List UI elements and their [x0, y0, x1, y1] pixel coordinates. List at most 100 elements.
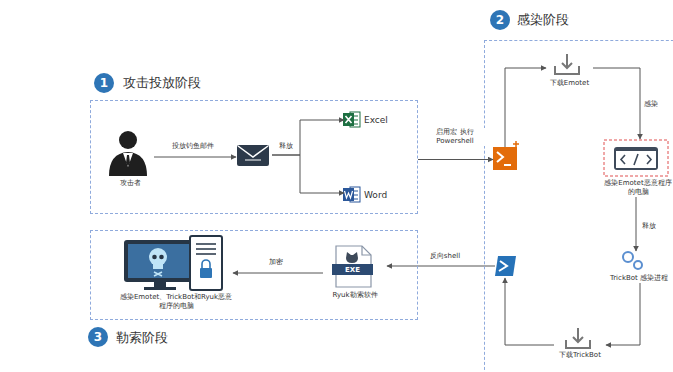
file-type-label: EXE [345, 266, 360, 274]
flow-arrow [272, 155, 344, 193]
powershell-box [495, 256, 517, 278]
stage-heading: 感染阶段 [517, 12, 569, 28]
edge-label: 加密 [268, 258, 284, 267]
step-number: 1 [94, 73, 114, 93]
step-number: 3 [88, 327, 108, 347]
infected-computer-icon [124, 236, 222, 290]
gears-icon-part [634, 261, 642, 269]
powershell-icon-orange [493, 141, 519, 170]
download-icon [555, 54, 579, 74]
infected-computer-icon-part [153, 263, 163, 269]
infected-computer-icon-part [202, 260, 210, 268]
download-box: 下载Emotet [546, 53, 593, 88]
infected-computer-icon-part [154, 282, 166, 287]
flow-arrow [418, 159, 493, 160]
download-icon [566, 328, 590, 348]
edge-label: 释放 [278, 142, 294, 151]
attacker-icon [109, 131, 147, 176]
node-caption: 下载Emotet [546, 79, 593, 88]
step-number: 2 [490, 10, 510, 30]
edge-label: 启用宏 执行Powershell [425, 128, 485, 146]
gears-icon [623, 252, 642, 269]
emotet-computer-icon-part [614, 147, 658, 170]
node-caption: Word [364, 187, 408, 204]
email-icon-part [238, 146, 268, 157]
emotet-computer-icon-part [616, 151, 656, 168]
computer-box: 感染Emotet、TrickBot和Ryuk恶意程序的电脑 [119, 235, 233, 311]
file-icon-box: Excel [344, 112, 408, 129]
excel-icon [343, 112, 360, 127]
word-icon-part [343, 188, 354, 201]
edge-label: 感染 [643, 100, 659, 109]
infected-computer-icon-part [152, 255, 157, 260]
infected-computer-icon-part [200, 268, 212, 278]
email-icon-part [245, 160, 261, 161]
edge-label: 释放 [641, 222, 657, 231]
node-caption: Excel [364, 112, 408, 129]
stage-box: 勒索阶段Ryuk勒索软件感染Emotet、TrickBot和Ryuk恶意程序的电… [90, 230, 418, 320]
excel-icon-part [343, 113, 354, 126]
powershell-icon-blue-part [495, 256, 516, 276]
download-box: 下载TrickBot [554, 327, 606, 360]
gears-icon-part [623, 252, 633, 262]
node-caption: 感染Emotet、TrickBot和Ryuk恶意程序的电脑 [119, 293, 233, 311]
ryuk-exe-icon-part [332, 264, 373, 275]
flow-arrow [272, 120, 344, 155]
flow-arrow [505, 278, 554, 345]
powershell-icon-blue [495, 256, 516, 276]
powershell-icon-orange-part [497, 152, 503, 162]
stage-heading: 攻击投放阶段 [123, 75, 201, 91]
powershell-icon-blue-part [499, 261, 507, 271]
emotet-computer-icon-part [604, 140, 668, 176]
actor-icon-box: 攻击者 [106, 129, 154, 188]
attacker-icon-part [126, 155, 130, 166]
node-caption: 感染Emotet恶意程序的电脑 [601, 179, 673, 197]
emotet-computer-icon-part [621, 154, 651, 165]
node-caption: Ryuk勒索软件 [323, 291, 387, 300]
flow-arrow [505, 68, 546, 147]
edge-label: 反向shell [429, 252, 461, 261]
excel-icon-part [346, 116, 352, 123]
infected-computer-icon-part [154, 272, 162, 276]
infected-computer-icon-part [144, 287, 176, 290]
flow-arrow [233, 273, 323, 274]
stage-heading: 勒索阶段 [116, 330, 168, 346]
flow-arrow [606, 283, 640, 345]
download-icon-part [573, 328, 583, 342]
attacker-icon-part [123, 153, 133, 167]
infected-computer-icon-part [124, 240, 198, 282]
flow-arrow [636, 197, 637, 251]
powershell-icon-orange-part [513, 141, 519, 147]
flow-arrow [154, 157, 236, 158]
ryuk-exe-icon [332, 246, 373, 287]
infected-computer-icon-part [190, 236, 222, 290]
edge-label: 投放钓鱼邮件 [171, 142, 215, 151]
process-box: TrickBot 感染进程 [606, 251, 672, 283]
attacker-icon-part [109, 152, 147, 176]
infected-computer-icon-part [196, 244, 216, 254]
word-icon [343, 187, 360, 202]
infected-computer-icon-part [159, 255, 164, 260]
node-caption: 下载TrickBot [554, 351, 606, 360]
email-icon-part [237, 145, 269, 166]
download-icon-part [562, 54, 572, 68]
word-icon-part [345, 191, 353, 198]
email-icon [237, 145, 269, 166]
flow-arrow [593, 68, 640, 139]
flow-arrow [387, 266, 495, 267]
stage-box: 攻击投放阶段攻击者ExcelWord [90, 100, 418, 214]
node-caption: TrickBot 感染进程 [606, 274, 672, 283]
file-icon-box: Word [344, 187, 408, 204]
node-caption: 攻击者 [106, 179, 154, 188]
attacker-icon-part [119, 131, 137, 149]
infected-computer-icon-part [128, 244, 194, 278]
stage-box: 感染阶段下载Emotet感染Emotet恶意程序的电脑TrickBot 感染进程… [484, 40, 673, 372]
powershell-icon-orange-part [493, 147, 517, 170]
ryuk-exe-icon-part [362, 246, 371, 255]
powershell-icon-orange-part [504, 164, 511, 166]
emotet-computer-icon [604, 140, 668, 176]
powershell-box [493, 147, 519, 172]
